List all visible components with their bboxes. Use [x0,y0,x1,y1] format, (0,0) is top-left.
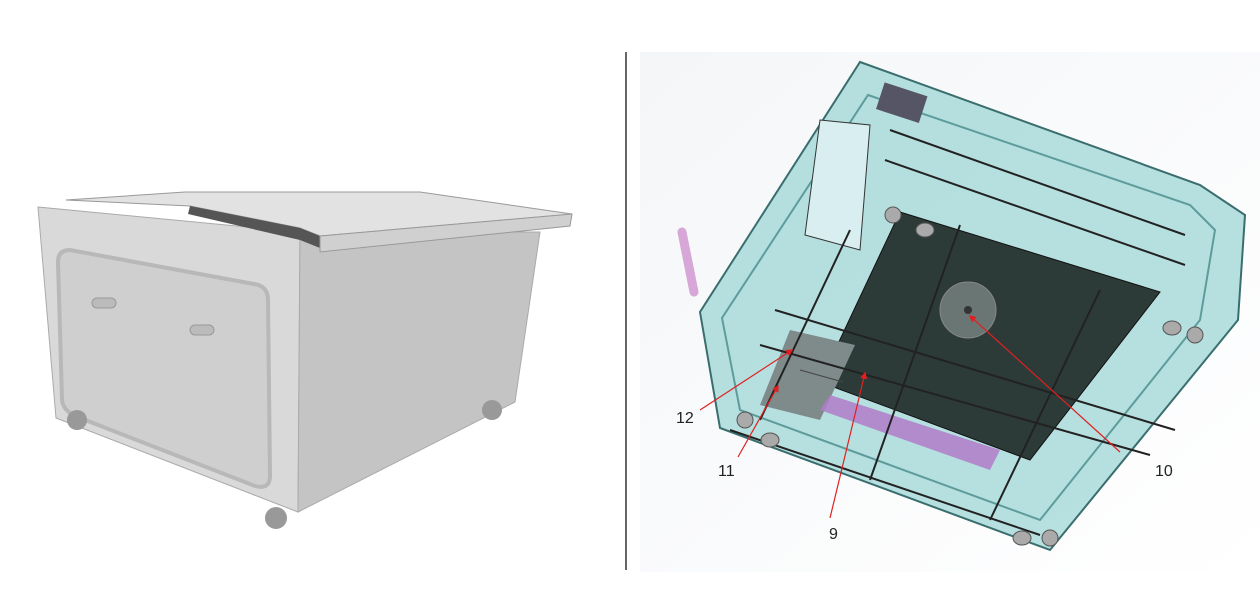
front-panel [55,247,273,489]
arrow-11 [737,384,779,458]
pipe [677,227,699,297]
callout-arrows [699,315,1121,519]
cabinet-underside-view [677,60,1247,552]
lid-front [319,213,573,253]
wheel-icon [482,400,502,420]
wheel-icon [265,507,287,529]
callout-10: 10 [1155,463,1173,480]
wheel-icon [67,410,87,430]
arrow-10 [968,315,1121,453]
arrow-9 [829,371,868,519]
cabinet-exterior-view [37,191,573,529]
caster-icons [736,206,1204,547]
callout-9: 9 [829,526,838,543]
callout-11: 11 [718,463,735,480]
access-window [804,119,871,251]
shell-inner [720,93,1217,522]
handle-left [91,297,117,309]
connector-block [876,82,928,123]
purple-frame [820,395,1000,470]
base-plate [819,211,1161,461]
arrow-12 [699,349,794,411]
cabinet-side-face [297,231,541,513]
lid-edge [188,206,320,248]
handle-right [189,324,215,336]
callout-12: 12 [676,410,694,427]
